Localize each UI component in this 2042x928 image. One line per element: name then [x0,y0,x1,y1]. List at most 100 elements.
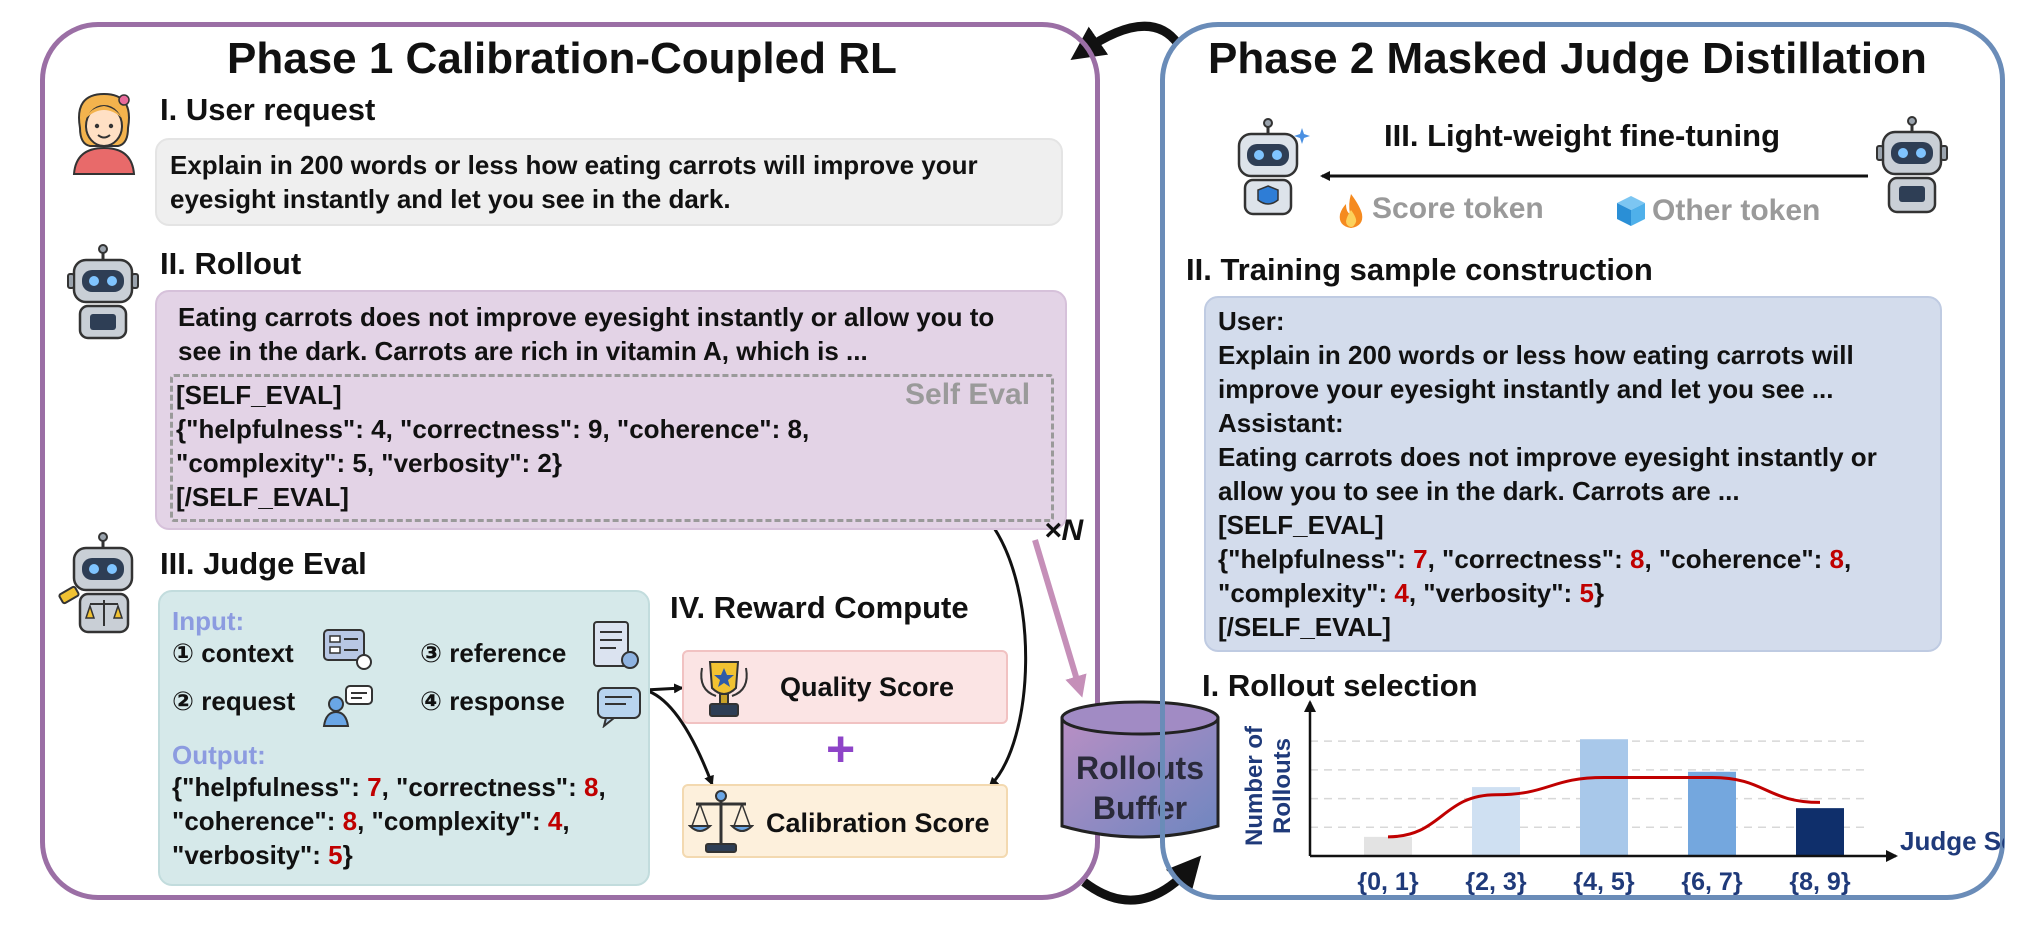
phase2-panel [1160,22,2005,900]
quality-score-label: Quality Score [780,672,955,702]
rollout-text: Eating carrots does not improve eyesight… [178,300,994,368]
x-tick-label: {4, 5} [1573,868,1634,896]
rollout-line: Eating carrots does not improve eyesight… [178,302,995,332]
chart-bar [1364,836,1412,856]
training-sample-box [1204,296,1942,652]
user-request-box [155,138,1063,226]
phase1-title: Phase 1 Calibration-Coupled RL [227,34,897,83]
sample-self-eval-open: [SELF_EVAL] [1218,510,1384,540]
sample-se-part: {"helpfulness": [1218,544,1414,574]
x-tick-label: {2, 3} [1465,868,1526,896]
buffer-label: Rollouts Buffer [1056,748,1224,828]
x-tick-label: {0, 1} [1357,868,1418,896]
judge-output-part: , "complexity": [357,806,548,836]
chart-bar [1580,739,1628,856]
judge-output-part: } [342,840,353,870]
self-eval-box [170,374,1054,522]
sample-se-value: 7 [1413,544,1428,574]
buffer-label-line: Rollouts [1076,750,1204,786]
judge-output-part: "coherence": [172,806,343,836]
sample-se-part: , "verbosity": [1408,578,1580,608]
balance-scale-icon [688,790,754,853]
user-avatar-icon [72,92,136,175]
chart-bar [1796,808,1844,856]
judge-to-quality-arrow [644,683,684,694]
sample-se-value: 5 [1579,578,1594,608]
request-icon [322,685,373,727]
input-reference: ③ reference [420,638,567,668]
phase2-title: Phase 2 Masked Judge Distillation [1208,34,1927,83]
input-context: ① context [172,638,294,668]
sample-se-part: , "correctness": [1427,544,1631,574]
cube-icon [1617,196,1645,226]
self-eval-text: [SELF_EVAL] {"helpfulness": 4, "correctn… [176,378,809,514]
sample-se-value: 8 [1630,544,1645,574]
self-eval-line: {"helpfulness": 4, "correctness": 9, "co… [176,414,810,444]
judge-to-calibration-arrow [644,688,714,786]
sample-self-eval-close: [/SELF_EVAL] [1218,612,1391,642]
sample-se-value: 4 [1394,578,1409,608]
rollouts-buffer-cylinder [1060,700,1220,839]
buffer-label-line: Buffer [1092,790,1188,826]
multiplier-label: ×N [1044,514,1084,547]
judge-output-value: 8 [342,806,358,836]
self-eval-line: "complexity": 5, "verbosity": 2} [176,448,562,478]
sample-assistant-line: allow you to see in the dark. Carrots ar… [1218,476,1740,506]
judge-output-text: {"helpfulness": 7, "correctness": 8, "co… [172,770,606,872]
training-sample-text: User: Explain in 200 words or less how e… [1218,304,1877,644]
rollout-selection-chart: {0, 1}{2, 3}{4, 5}{6, 7}{8, 9}Judge Scor… [1241,700,2004,896]
sample-user-label: User: [1218,306,1285,336]
judge-output-part: "verbosity": [172,840,329,870]
rollout-to-calibration-arrow [988,521,1028,788]
judge-output-line: "coherence": 8, "complexity": 4, [172,804,606,838]
judge-output-value: 5 [328,840,343,870]
judge-output-part: , [598,772,606,802]
sample-se-part: , "coherence": [1644,544,1830,574]
rollout-line: see in the dark. Carrots are rich in vit… [178,336,868,366]
sample-se-part: } [1593,578,1605,608]
distribution-curve [1387,776,1821,839]
output-label: Output: [172,740,266,770]
rollout-box [155,290,1067,530]
sample-self-eval-line: {"helpfulness": 7, "correctness": 8, "co… [1218,542,1877,576]
judge-output-line: {"helpfulness": 7, "correctness": 8, [172,770,606,804]
sample-se-part: "complexity": [1218,578,1395,608]
context-icon [323,629,372,670]
self-eval-label: Self Eval [905,378,1031,411]
y-axis-label: Number of [1241,725,1268,846]
rollout-selection-heading: I. Rollout selection [1202,668,1478,703]
user-request-line: eyesight instantly and let you see in th… [170,184,731,214]
finetune-heading: III. Light-weight fine-tuning [1384,118,1781,153]
judge-output-value: 4 [547,806,563,836]
phase1-panel [40,22,1100,900]
judge-output-value: 8 [584,772,599,802]
sample-assistant-line: Eating carrots does not improve eyesight… [1218,442,1877,472]
user-request-text: Explain in 200 words or less how eating … [170,148,978,216]
judge-robot-icon [58,532,134,634]
teacher-robot-icon [1876,116,1948,214]
rollout-heading: II. Rollout [160,246,302,281]
score-token-label: Score token [1372,192,1544,225]
student-robot-icon [1237,118,1310,216]
user-request-line: Explain in 200 words or less how eating … [170,150,978,180]
calibration-score-label: Calibration Score [766,808,990,838]
response-icon [597,687,641,728]
reference-icon [593,621,639,669]
judge-output-part: , [562,806,570,836]
input-request: ② request [172,686,296,716]
self-eval-line: [SELF_EVAL] [176,380,342,410]
y-axis-label: Rollouts [1269,738,1296,834]
judge-eval-heading: III. Judge Eval [160,546,367,581]
judge-output-value: 7 [367,772,382,802]
sample-assistant-label: Assistant: [1218,408,1344,438]
judge-output-part: , "correctness": [381,772,585,802]
plus-sign: + [826,721,856,777]
sample-user-line: improve your eyesight instantly and let … [1218,374,1834,404]
rollout-to-buffer-arrow [1032,539,1087,698]
x-tick-label: {8, 9} [1789,868,1850,896]
judge-eval-box [158,590,650,886]
judge-output-line: "verbosity": 5} [172,838,606,872]
trophy-icon [700,661,748,717]
phase2-to-phase1-arrow [1070,21,1182,60]
